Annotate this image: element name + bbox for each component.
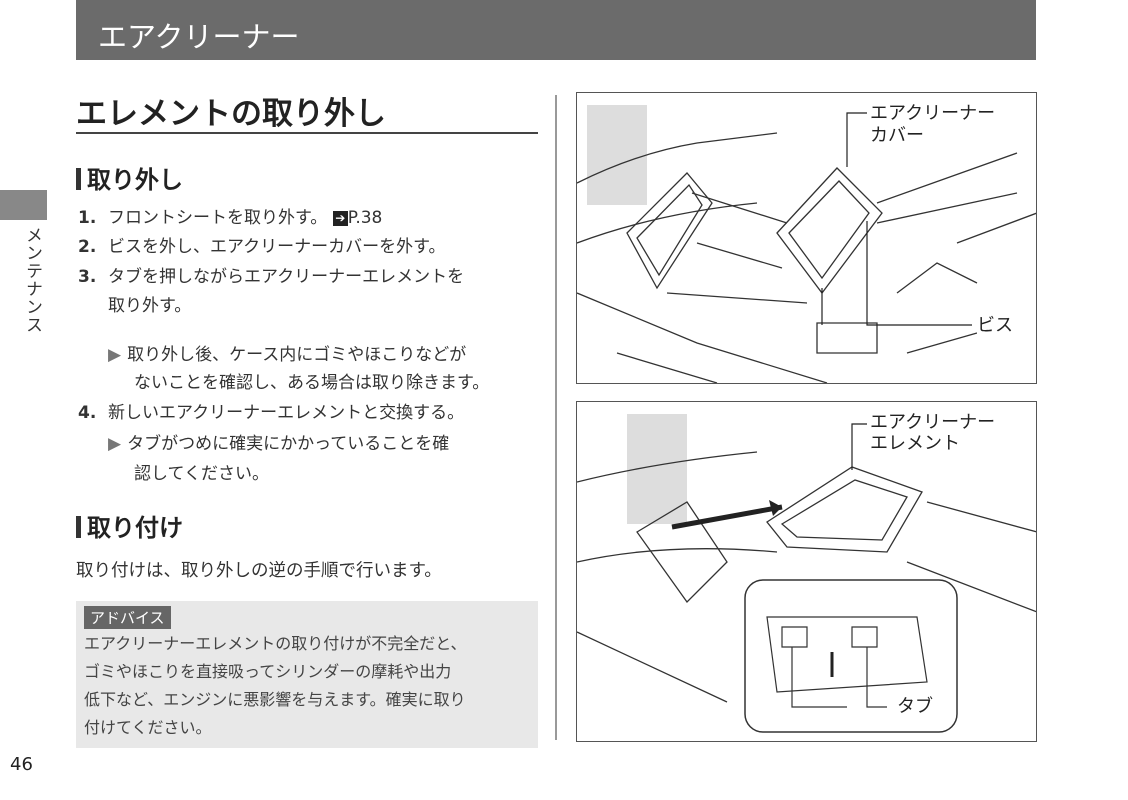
chapter-header: エアクリーナー	[76, 0, 1036, 60]
arrow-ref-icon: ➔	[332, 211, 348, 226]
figure-cover-removal: エアクリーナー カバー ビス	[576, 92, 1037, 384]
step-text: ビスを外し、エアクリーナーカバーを外す。	[108, 237, 446, 257]
label-air-cleaner-cover-1: エアクリーナー	[870, 103, 996, 125]
step-2: 2. ビスを外し、エアクリーナーカバーを外す。	[78, 232, 445, 257]
step-number: 2.	[78, 237, 97, 257]
step-number: 4.	[78, 403, 97, 423]
label-screw: ビス	[977, 315, 1013, 337]
air-cleaner-cover-illustration	[577, 105, 1036, 383]
triangle-bullet-icon: ▶	[108, 345, 122, 365]
advice-text: エアクリーナーエレメントの取り付けが不完全だと、 ゴミやほこりを直接吸ってシリン…	[84, 630, 536, 742]
advice-tag: アドバイス	[84, 606, 171, 629]
side-tab-marker	[0, 190, 47, 220]
step-number: 1.	[78, 208, 97, 228]
note-1: ▶取り外し後、ケース内にゴミやほこりなどが	[108, 340, 466, 365]
section-title: エレメントの取り外し	[76, 96, 386, 132]
page-ref-link[interactable]: ➔P.38	[332, 208, 383, 228]
air-cleaner-element-illustration	[577, 414, 1036, 733]
step-3-cont: 取り外す。	[108, 296, 192, 316]
step-text: 新しいエアクリーナーエレメントと交換する。	[108, 403, 465, 423]
figure-element-removal: エアクリーナー エレメント タブ	[576, 401, 1037, 742]
note-2: ▶タブがつめに確実にかかっていることを確	[108, 429, 449, 454]
step-1: 1. フロントシートを取り外す。 ➔P.38	[78, 203, 382, 228]
section-underline	[76, 132, 538, 134]
step-text: タブを押しながらエアクリーナーエレメントを	[108, 267, 465, 287]
column-divider	[555, 95, 557, 740]
chapter-title: エアクリーナー	[98, 20, 300, 54]
note-text: 取り外し後、ケース内にゴミやほこりなどが	[127, 345, 467, 365]
step-4: 4. 新しいエアクリーナーエレメントと交換する。	[78, 398, 464, 423]
removal-heading: 取り外し	[76, 160, 183, 195]
page-number: 46	[10, 754, 33, 775]
label-air-cleaner-element-2: エレメント	[870, 433, 960, 455]
note-text: タブがつめに確実にかかっていることを確	[127, 434, 450, 454]
advice-line: エアクリーナーエレメントの取り付けが不完全だと、	[84, 634, 467, 653]
step-3: 3. タブを押しながらエアクリーナーエレメントを	[78, 262, 464, 287]
install-text: 取り付けは、取り外しの逆の手順で行います。	[76, 561, 442, 581]
triangle-bullet-icon: ▶	[108, 434, 122, 454]
advice-line: ゴミやほこりを直接吸ってシリンダーの摩耗や出力	[84, 662, 452, 681]
label-air-cleaner-element-1: エアクリーナー	[870, 412, 996, 434]
step-text: フロントシートを取り外す。	[108, 208, 328, 228]
advice-line: 付けてください。	[84, 718, 212, 737]
note-2-cont: 認してください。	[134, 464, 269, 484]
install-heading: 取り付け	[76, 508, 183, 543]
note-1-cont: ないことを確認し、ある場合は取り除きます。	[134, 373, 490, 393]
advice-box: アドバイス エアクリーナーエレメントの取り付けが不完全だと、 ゴミやほこりを直接…	[76, 601, 538, 748]
advice-line: 低下など、エンジンに悪影響を与えます。確実に取り	[84, 690, 466, 709]
step-number: 3.	[78, 267, 97, 287]
side-tab-label: メンテナンス	[22, 226, 42, 334]
label-tab: タブ	[897, 696, 933, 718]
page-ref-text: P.38	[347, 208, 383, 228]
label-air-cleaner-cover-2: カバー	[870, 125, 924, 147]
